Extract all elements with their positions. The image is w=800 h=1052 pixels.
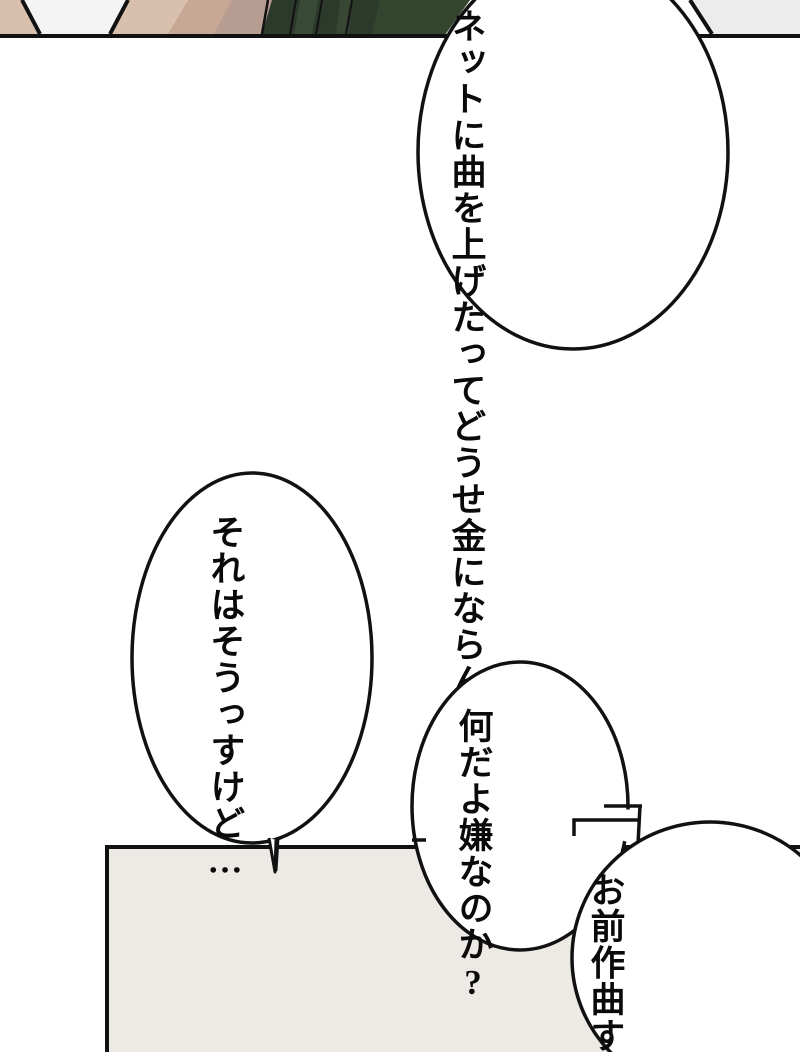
bubble-tail-edge: [636, 805, 642, 845]
panel-border: [0, 34, 800, 38]
bubble-outline: [130, 471, 374, 845]
bubble-outline: [570, 820, 800, 1052]
background-region: [690, 0, 800, 34]
bubble-tail: [572, 818, 640, 836]
bubble-outline: [416, 0, 730, 351]
speech-bubble-4: お前作曲するの好きだろ?: [540, 818, 800, 1052]
speech-bubble-4-text: お前作曲するの好きだろ?: [582, 872, 628, 1052]
speech-bubble-1: ネットに曲を上げたってどうせ金にならんだろ: [415, 0, 735, 773]
speech-bubble-3-text: 何だよ嫌なのか?: [453, 708, 493, 1004]
speech-bubble-1-text: ネットに曲を上げたってどうせ金にならんだろ: [446, 8, 486, 773]
highlight-shape: [22, 0, 128, 34]
speech-bubble-2-text: それはそうっすけど…: [205, 514, 245, 882]
speech-bubble-2: それはそうっすけど…: [130, 470, 380, 882]
